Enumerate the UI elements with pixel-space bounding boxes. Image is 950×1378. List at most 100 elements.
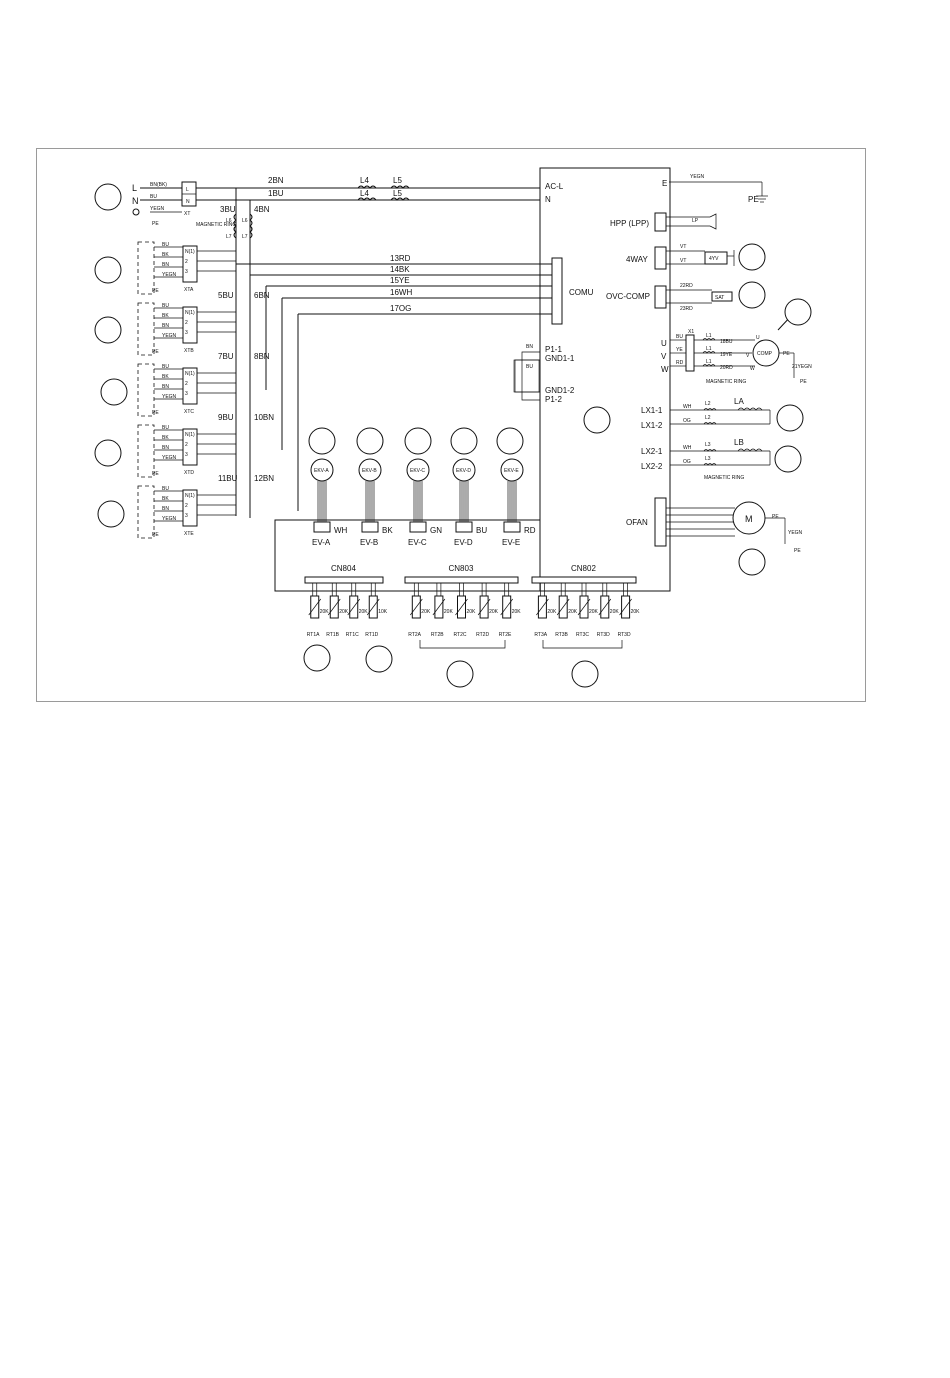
main-pe: PE	[152, 221, 159, 227]
indoor-block-wire-label: BK	[162, 435, 169, 441]
indoor-block-pin: 3	[185, 513, 188, 519]
callout-circle	[303, 644, 331, 672]
sensor-name: RT1B	[326, 632, 339, 638]
indoor-block-dashed-box	[137, 485, 155, 539]
indoor-block-pin: N(1)	[185, 310, 195, 316]
sensor-name: RT2C	[454, 632, 467, 638]
p-wire-bu: BU	[526, 364, 533, 370]
indoor-block-terminal	[182, 367, 198, 405]
sensor-value: 20K	[547, 609, 557, 615]
sensor-value: 20K	[568, 609, 578, 615]
indoor-block-wire-label: BK	[162, 374, 169, 380]
sensor-diagonal	[410, 598, 423, 616]
valve-coil-label: EKV-E	[504, 468, 519, 474]
indoor-block-wire-label: BK	[162, 313, 169, 319]
reactor-a-pin-1: LX1-1	[641, 406, 663, 415]
board-outline	[274, 167, 671, 592]
callout-circle	[94, 183, 122, 211]
indoor-block-dashed-box	[137, 424, 155, 478]
indoor-block-terminal	[182, 428, 198, 466]
cn803-bracket	[419, 640, 506, 649]
valve-name: EV-C	[408, 538, 427, 547]
sensor-diagonal	[556, 598, 570, 616]
wire-3bu: 3BU	[220, 205, 236, 214]
hpp-label: HPP (LPP)	[610, 219, 649, 228]
reactor-a-pin-2: LX1-2	[641, 421, 663, 430]
callout-circle	[450, 427, 478, 455]
xt-pin-n: N	[186, 199, 190, 205]
text-labels: L N BN(BK) BU YEGN PE L N XT 2BN 1BU L4 …	[132, 174, 812, 554]
callout-circle	[583, 406, 611, 434]
wire-2bn: 2BN	[268, 176, 284, 185]
coil-l7: L7	[226, 234, 232, 240]
sensor-value: 20K	[444, 609, 454, 615]
right-components	[654, 212, 795, 547]
filter-l4-bottom: L4	[360, 189, 369, 198]
valve-name: EV-E	[502, 538, 520, 547]
comm-wire: 14BK	[250, 265, 552, 276]
sensor-name: RT3C	[576, 632, 589, 638]
indoor-block-pin: 2	[185, 442, 188, 448]
fan-motor: M	[745, 514, 753, 524]
callout-circle	[97, 500, 125, 528]
callout-circle	[94, 256, 122, 284]
reactor-a-wire-wh: WH	[683, 404, 692, 410]
valve-coil-label: EKV-C	[410, 468, 425, 474]
sensor-value: 20K	[589, 609, 599, 615]
comm-wire-label: 13RD	[390, 254, 411, 263]
power-lines	[140, 181, 540, 518]
sensor-diagonal	[577, 598, 591, 616]
xt-pin-l: L	[186, 187, 189, 193]
ovc-label: OVC-COMP	[606, 292, 650, 301]
valve-ev-b: EKV-BEV-BBK	[358, 458, 393, 547]
sensor-value: 10K	[378, 609, 388, 615]
main-wire-bu: BU	[150, 194, 157, 200]
sensor-connectors: CN80420KRT1A20KRT1B20KRT1C10KRT1DCN80320…	[304, 564, 640, 649]
comp-motor-u: U	[756, 335, 760, 341]
indoor-block-name: XTB	[184, 348, 194, 354]
valve-color: RD	[524, 526, 536, 535]
indoor-block-dashed-box	[137, 241, 155, 295]
connector-header	[404, 576, 519, 584]
sensor-name: RT3D	[597, 632, 610, 638]
fan-pe-1: PE	[772, 514, 779, 520]
comp-coil-3: L1	[706, 359, 712, 365]
indoor-block-pin: 3	[185, 452, 188, 458]
main-wire-yegn: YEGN	[150, 206, 165, 212]
reactor-a-coil-1: L2	[705, 401, 711, 407]
callout-circle	[571, 660, 599, 688]
gnd1-2: GND1-2	[545, 386, 575, 395]
reactor-b-coil-2: L3	[705, 456, 711, 462]
indoor-block-name: XTC	[184, 409, 194, 415]
comp-name: COMP	[757, 351, 773, 357]
callout-circles	[94, 183, 812, 688]
indoor-block-wire-label: BU	[162, 425, 169, 431]
main-l-label: L	[132, 183, 137, 193]
indoor-block-wire-label: BN	[162, 262, 169, 268]
indoor-block-out-wire: 6BN	[254, 291, 270, 300]
wire-1bu: 1BU	[268, 189, 284, 198]
valve-coil-label: EKV-A	[314, 468, 329, 474]
sensor-diagonal	[455, 598, 468, 616]
valve-color: WH	[334, 526, 348, 535]
valve-ev-a: EKV-AEV-AWH	[310, 458, 348, 547]
sensor-name: RT2A	[408, 632, 421, 638]
coil-l7b: L7	[242, 234, 248, 240]
indoor-block-pin: 2	[185, 320, 188, 326]
valve-name: EV-D	[454, 538, 473, 547]
wire-4bn: 4BN	[254, 205, 270, 214]
indoor-block-wire-label: YEGN	[162, 394, 177, 400]
sensor-name: RT2D	[476, 632, 489, 638]
sensor-diagonal	[598, 598, 612, 616]
indoor-block-wire-label: BN	[162, 323, 169, 329]
callout-circle	[365, 645, 393, 673]
